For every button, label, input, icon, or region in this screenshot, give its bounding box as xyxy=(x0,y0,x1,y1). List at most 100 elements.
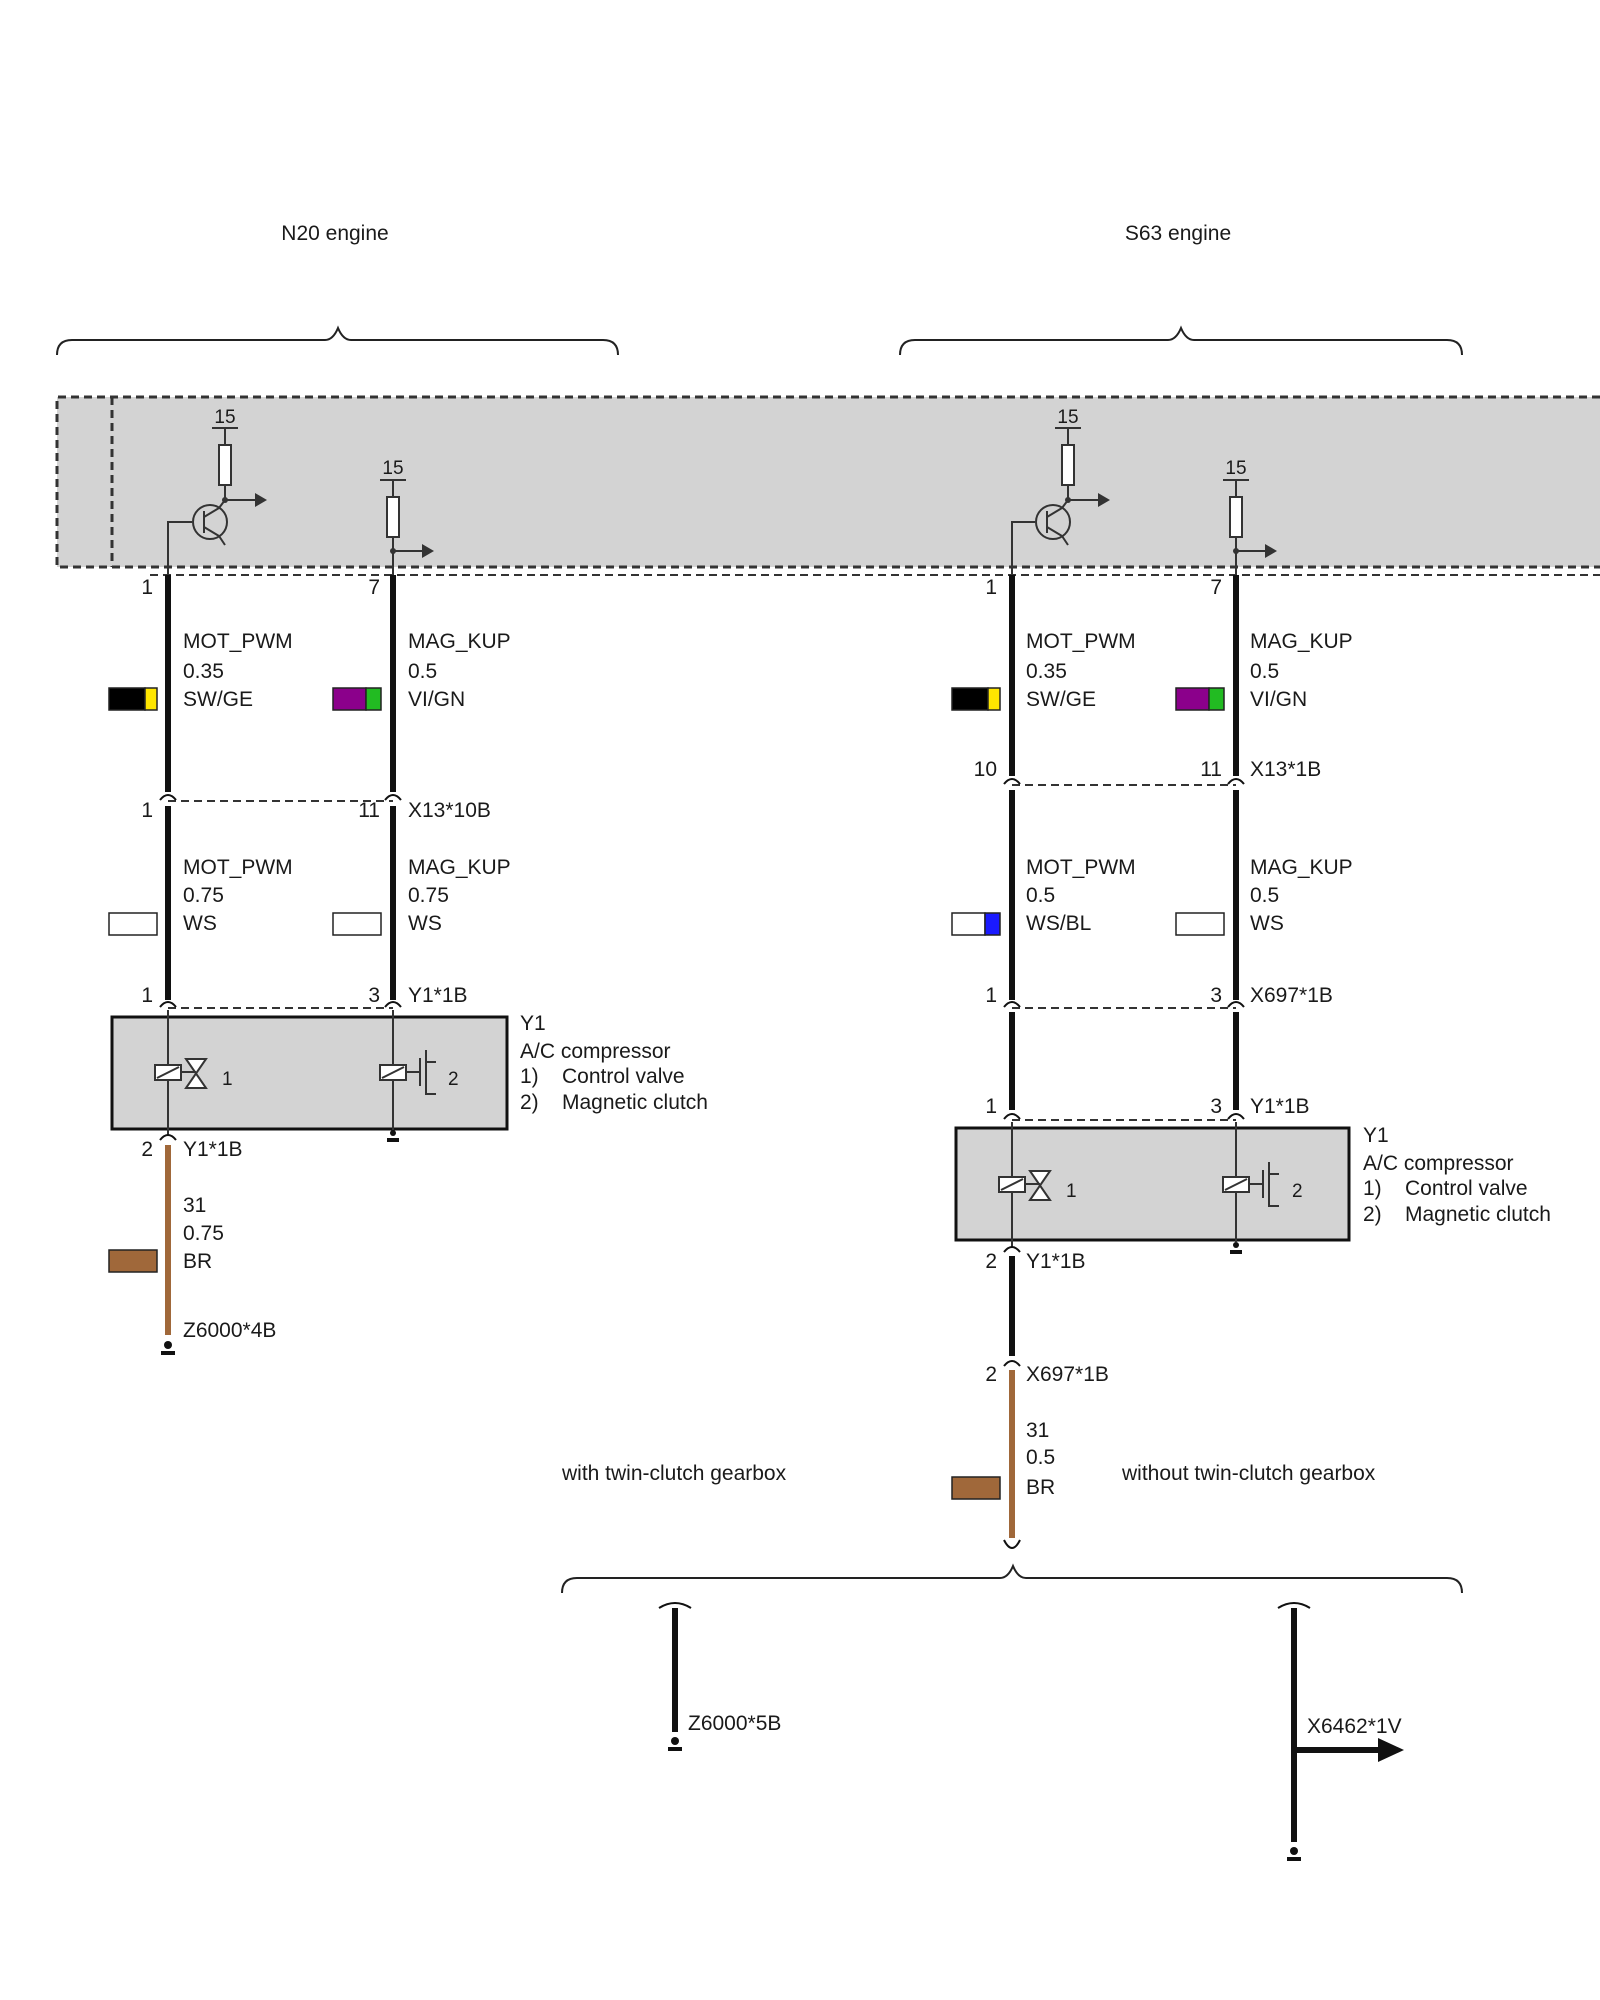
svg-text:VI/GN: VI/GN xyxy=(1250,688,1307,711)
svg-text:2: 2 xyxy=(141,1138,153,1161)
s63-compressor-mark-2: 2 xyxy=(1292,1181,1303,1202)
svg-text:MOT_PWM: MOT_PWM xyxy=(183,630,293,653)
svg-text:Y1*1B: Y1*1B xyxy=(408,984,468,1007)
s63-transistor-stage: 15 xyxy=(1011,407,1110,575)
s63-wire-swatch-mot-2 xyxy=(951,912,1001,936)
twin-clutch-label: with twin-clutch gearbox xyxy=(561,1462,787,1485)
svg-text:31: 31 xyxy=(183,1194,206,1217)
svg-text:11: 11 xyxy=(358,799,380,822)
svg-text:11: 11 xyxy=(1200,758,1222,781)
n20-ground-wire-label: 31 0.75 BR xyxy=(183,1194,224,1273)
svg-text:WS: WS xyxy=(408,912,442,935)
n20-section-brace xyxy=(56,325,619,356)
s63-wire-swatch-mag-2 xyxy=(1175,912,1225,936)
ground-no-twin-clutch: X6462*1V xyxy=(1277,1602,1404,1861)
n20-pin-mot: 1 xyxy=(141,576,153,599)
svg-text:1: 1 xyxy=(985,1095,997,1118)
svg-text:0.5: 0.5 xyxy=(408,660,437,683)
svg-text:MAG_KUP: MAG_KUP xyxy=(1250,630,1353,653)
n20-compressor-legend: Y1 A/C compressor 1) Control valve 2) Ma… xyxy=(520,1012,708,1114)
svg-text:MOT_PWM: MOT_PWM xyxy=(1026,630,1136,653)
svg-text:2): 2) xyxy=(520,1091,539,1114)
svg-text:A/C compressor: A/C compressor xyxy=(1363,1152,1514,1175)
svg-text:1: 1 xyxy=(985,984,997,1007)
svg-text:Control valve: Control valve xyxy=(1405,1177,1528,1200)
s63-pin-mag: 7 xyxy=(1210,576,1222,599)
s63-wire-swatch-mag-1 xyxy=(1175,687,1225,711)
svg-text:BR: BR xyxy=(183,1250,212,1273)
svg-text:Z6000*4B: Z6000*4B xyxy=(183,1319,276,1342)
n20-wire-swatch-mot-1 xyxy=(108,687,158,711)
n20-transistor-stage: 15 xyxy=(167,407,267,575)
svg-text:2): 2) xyxy=(1363,1203,1382,1226)
svg-text:0.35: 0.35 xyxy=(183,660,224,683)
svg-text:VI/GN: VI/GN xyxy=(408,688,465,711)
svg-text:Z6000*5B: Z6000*5B xyxy=(688,1712,781,1735)
n20-wire-swatch-mag-1 xyxy=(332,687,382,711)
n20-wire-label-mot-1: MOT_PWM 0.35 SW/GE xyxy=(183,630,293,711)
svg-text:MAG_KUP: MAG_KUP xyxy=(408,630,511,653)
s63-resistor-stage: 15 xyxy=(1223,458,1277,575)
n20-wire-label-mag-2: MAG_KUP 0.75 WS xyxy=(408,856,511,935)
n20-connector-x13-10b: 1 11 X13*10B xyxy=(141,794,491,822)
s63-compressor-mark-1: 1 xyxy=(1066,1181,1077,1202)
svg-text:0.5: 0.5 xyxy=(1250,660,1279,683)
s63-pin-mot: 1 xyxy=(985,576,997,599)
svg-text:SW/GE: SW/GE xyxy=(183,688,253,711)
svg-text:2: 2 xyxy=(985,1250,997,1273)
s63-connector-x697-1b-out: 2 X697*1B xyxy=(985,1360,1109,1386)
svg-text:Y1: Y1 xyxy=(520,1012,546,1035)
s63-ground-wire-label: 31 0.5 BR xyxy=(1026,1419,1055,1499)
s63-wire-swatch-mot-1 xyxy=(951,687,1001,711)
n20-resistor-stage: 15 xyxy=(380,458,434,575)
s63-supply-label-7: 15 xyxy=(1225,458,1246,479)
svg-text:X697*1B: X697*1B xyxy=(1250,984,1333,1007)
n20-ground-wire-swatch xyxy=(108,1249,158,1273)
svg-text:Magnetic clutch: Magnetic clutch xyxy=(562,1091,708,1114)
s63-section-brace xyxy=(899,325,1463,356)
s63-wire-label-mag-1: MAG_KUP 0.5 VI/GN xyxy=(1250,630,1353,711)
s63-connector-x13-1b: 10 11 X13*1B xyxy=(974,758,1321,786)
control-unit xyxy=(55,395,1600,576)
svg-text:WS/BL: WS/BL xyxy=(1026,912,1091,935)
n20-section-title: N20 engine xyxy=(281,222,388,245)
s63-wire-break xyxy=(1003,1539,1021,1549)
gearbox-variant-brace xyxy=(561,1563,1463,1594)
n20-compressor-mark-1: 1 xyxy=(222,1069,233,1090)
ground-twin-clutch: Z6000*5B xyxy=(658,1602,781,1751)
svg-text:3: 3 xyxy=(1210,984,1222,1007)
svg-text:0.75: 0.75 xyxy=(183,884,224,907)
svg-text:MAG_KUP: MAG_KUP xyxy=(1250,856,1353,879)
s63-connector-y1-1b-top: 1 3 Y1*1B xyxy=(985,1095,1310,1121)
svg-text:WS: WS xyxy=(1250,912,1284,935)
svg-text:Y1*1B: Y1*1B xyxy=(183,1138,243,1161)
n20-supply-label-7: 15 xyxy=(382,458,403,479)
svg-text:Y1*1B: Y1*1B xyxy=(1026,1250,1086,1273)
svg-text:WS: WS xyxy=(183,912,217,935)
n20-compressor-mark-2: 2 xyxy=(448,1069,459,1090)
svg-text:0.5: 0.5 xyxy=(1026,884,1055,907)
s63-connector-y1-1b-out: 2 Y1*1B xyxy=(985,1246,1086,1273)
svg-text:1: 1 xyxy=(141,984,153,1007)
svg-text:0.75: 0.75 xyxy=(183,1222,224,1245)
svg-text:MOT_PWM: MOT_PWM xyxy=(183,856,293,879)
svg-text:MAG_KUP: MAG_KUP xyxy=(408,856,511,879)
n20-wire-swatch-mot-2 xyxy=(108,912,158,936)
s63-section-title: S63 engine xyxy=(1125,222,1231,245)
svg-text:Y1*1B: Y1*1B xyxy=(1250,1095,1310,1118)
s63-wire-label-mot-2: MOT_PWM 0.5 WS/BL xyxy=(1026,856,1136,935)
n20-pin-mag: 7 xyxy=(368,576,380,599)
svg-text:Y1: Y1 xyxy=(1363,1124,1389,1147)
svg-text:A/C compressor: A/C compressor xyxy=(520,1040,671,1063)
svg-text:X13*10B: X13*10B xyxy=(408,799,491,822)
svg-text:10: 10 xyxy=(974,758,997,781)
svg-text:Control valve: Control valve xyxy=(562,1065,685,1088)
s63-ac-compressor-y1: 1 2 xyxy=(954,1122,1351,1254)
no-twin-clutch-label: without twin-clutch gearbox xyxy=(1121,1462,1376,1485)
n20-connector-y1-1b-top: 1 3 Y1*1B xyxy=(141,984,468,1009)
n20-supply-label-1: 15 xyxy=(214,407,235,428)
svg-text:0.5: 0.5 xyxy=(1026,1446,1055,1469)
svg-text:X13*1B: X13*1B xyxy=(1250,758,1321,781)
svg-text:0.5: 0.5 xyxy=(1250,884,1279,907)
